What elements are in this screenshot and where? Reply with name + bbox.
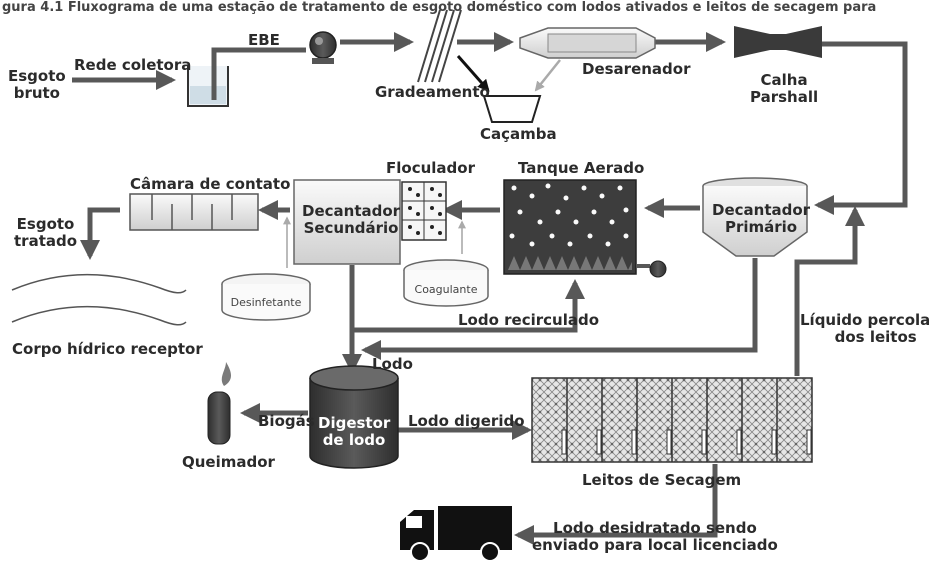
bucket-icon: [482, 95, 542, 123]
digester-icon: [309, 365, 399, 469]
arrow-percolated-liquid: [794, 206, 865, 376]
ebe-tank-icon: [187, 54, 229, 107]
disinfectant-tank-icon: [221, 273, 311, 321]
arrow-primary-sludge: [361, 258, 758, 360]
label-leitos-secagem: Leitos de Secagem: [582, 471, 742, 489]
coagulant-tank-icon: [403, 259, 489, 307]
arrow-sand-to-bucket: [534, 59, 561, 92]
label-decantador-primario: Decantador Primário: [712, 201, 811, 236]
arrow-parshall-to-primary: [814, 41, 908, 215]
parshall-flume-icon: [734, 26, 822, 58]
label-decantador-secundario: Decantador Secundário: [302, 202, 401, 237]
label-lodo-desidratado: Lodo desidratado sendo enviado para loca…: [532, 519, 778, 554]
flocculator-icon: [401, 181, 447, 241]
label-calha-parshall: Calha Parshall: [750, 71, 819, 106]
label-floculador: Floculador: [386, 159, 475, 177]
label-corpo-hidrico: Corpo hídrico receptor: [12, 340, 203, 358]
label-biogas: Biogás: [258, 412, 315, 430]
flow-arrows: [72, 32, 908, 545]
label-ebe: EBE: [248, 31, 280, 49]
grit-chamber-icon: [519, 27, 656, 59]
label-digestor: Digestor de lodo: [318, 414, 391, 449]
drying-beds-icon: [531, 377, 813, 463]
arrow-contact-to-river: [80, 207, 120, 260]
truck-icon: [400, 506, 512, 562]
label-tanque-aerado: Tanque Aerado: [518, 159, 645, 177]
label-rede-coletora: Rede coletora: [74, 56, 192, 74]
river-icon: [11, 274, 187, 326]
label-esgoto-tratado: Esgoto tratado: [14, 215, 78, 250]
contact-chamber-icon: [129, 193, 259, 231]
label-desinfetante: Desinfetante: [230, 296, 302, 309]
arrow-dewatered-sludge: [514, 464, 718, 545]
label-lodo: Lodo: [372, 355, 413, 373]
label-lodo-digerido: Lodo digerido: [408, 412, 525, 430]
label-esgoto-bruto: Esgoto bruto: [8, 67, 66, 102]
secondary-clarifier-icon: [293, 179, 401, 265]
pump-icon: [309, 31, 337, 64]
primary-clarifier-icon: [702, 177, 808, 257]
grating-icon: [417, 9, 462, 83]
arrow-grid-to-bucket: [456, 55, 490, 92]
label-gradeamento: Gradeamento: [375, 83, 490, 101]
burner-icon: [207, 362, 231, 445]
label-desarenador: Desarenador: [582, 60, 691, 78]
arrow-recirculated-sludge: [349, 265, 585, 333]
label-coagulante: Coagulante: [414, 283, 478, 296]
caption-top: gura 4.1 Fluxograma de uma estação de tr…: [2, 0, 877, 15]
label-camara-contato: Câmara de contato: [130, 175, 291, 193]
label-cacamba: Caçamba: [480, 125, 557, 143]
aeration-tank-icon: [503, 179, 667, 278]
label-queimador: Queimador: [182, 453, 275, 471]
label-lodo-recirculado: Lodo recirculado: [458, 311, 600, 329]
